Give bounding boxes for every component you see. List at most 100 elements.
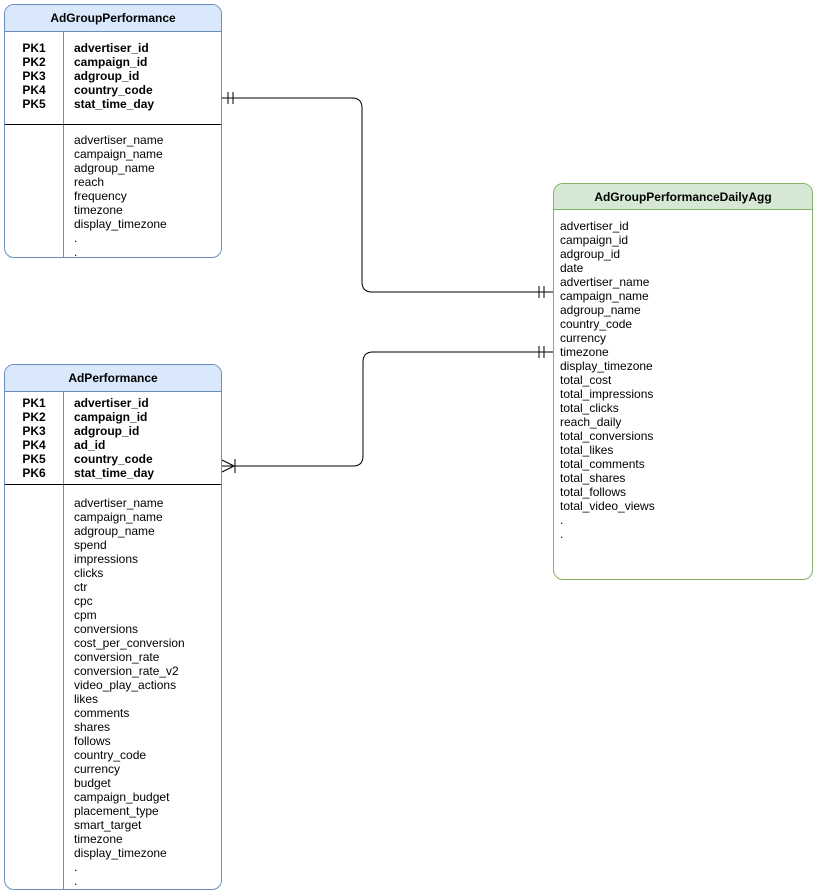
connector-adperformance-to-dailyagg[interactable] — [221, 346, 553, 473]
entity-title: AdGroupPerformanceDailyAgg — [554, 184, 812, 210]
attribute-row: conversion_rate_v2 — [74, 664, 179, 678]
attribute-row: budget — [74, 776, 111, 790]
cardinality-one-tick-icon — [538, 346, 545, 358]
attribute-row: total_follows — [560, 485, 627, 499]
attribute-row: ctr — [74, 580, 88, 594]
attribute-row: advertiser_id — [560, 219, 629, 233]
section-divider — [5, 484, 221, 485]
attribute-row: reach — [74, 175, 105, 189]
entity-title: AdPerformance — [5, 365, 221, 392]
pk-field: adgroup_id — [74, 424, 140, 438]
pk-key: PK2 — [22, 55, 46, 69]
attribute-row: total_conversions — [560, 429, 654, 443]
pk-field: stat_time_day — [74, 97, 155, 111]
pk-field: country_code — [74, 83, 153, 97]
pk-field: ad_id — [74, 438, 106, 452]
pk-field: adgroup_id — [74, 69, 140, 83]
pk-key: PK6 — [22, 466, 46, 480]
attribute-row: conversions — [74, 622, 139, 636]
attribute-row: adgroup_name — [560, 303, 641, 317]
pk-key: PK1 — [22, 396, 46, 410]
attribute-row: . — [560, 527, 564, 541]
attribute-row: currency — [74, 762, 121, 776]
attribute-row: total_cost — [560, 373, 612, 387]
connector-line — [222, 97, 553, 293]
attribute-row: campaign_name — [74, 147, 163, 161]
attribute-row: . — [74, 860, 78, 874]
attribute-row: . — [74, 231, 78, 245]
attribute-row: cost_per_conversion — [74, 636, 185, 650]
attribute-row: total_impressions — [560, 387, 654, 401]
attribute-key-spacer — [5, 125, 64, 257]
attribute-row: impressions — [74, 552, 139, 566]
attribute-row: placement_type — [74, 804, 159, 818]
section-divider — [5, 124, 221, 125]
attribute-row: adgroup_name — [74, 161, 155, 175]
attribute-row: campaign_name — [74, 510, 163, 524]
attribute-row: timezone — [74, 832, 123, 846]
attribute-row: spend — [74, 538, 107, 552]
attribute-row: advertiser_name — [74, 133, 164, 147]
entity-adgroupperformancedailyagg[interactable]: AdGroupPerformanceDailyAgg advertiser_id… — [553, 183, 813, 580]
attribute-row: cpm — [74, 608, 97, 622]
attribute-row: display_timezone — [560, 359, 653, 373]
attribute-row: likes — [74, 692, 99, 706]
pk-field: campaign_id — [74, 410, 148, 424]
attribute-row: cpc — [74, 594, 93, 608]
connector-adgroupperformance-to-dailyagg[interactable] — [222, 92, 553, 298]
attribute-row: advertiser_name — [560, 275, 650, 289]
attribute-row: advertiser_name — [74, 496, 164, 510]
pk-key: PK1 — [22, 41, 46, 55]
entity-title: AdGroupPerformance — [5, 5, 221, 32]
attribute-row: total_clicks — [560, 401, 619, 415]
attribute-row: total_comments — [560, 457, 645, 471]
cardinality-one-tick-icon — [227, 92, 234, 104]
attribute-row: total_shares — [560, 471, 626, 485]
attribute-row: conversion_rate — [74, 650, 160, 664]
attribute-row: timezone — [560, 345, 609, 359]
pk-key: PK3 — [22, 69, 46, 83]
attribute-row: campaign_budget — [74, 790, 170, 804]
pk-field: stat_time_day — [74, 466, 155, 480]
attribute-row: country_code — [560, 317, 633, 331]
pk-key: PK5 — [22, 452, 46, 466]
pk-key: PK5 — [22, 97, 46, 111]
attribute-row: campaign_name — [560, 289, 649, 303]
pk-field: campaign_id — [74, 55, 148, 69]
cardinality-one-tick-icon — [538, 286, 545, 298]
attribute-row: total_likes — [560, 443, 614, 457]
attribute-row: shares — [74, 720, 111, 734]
attribute-row: clicks — [74, 566, 104, 580]
pk-key: PK3 — [22, 424, 46, 438]
attribute-row: . — [560, 513, 564, 527]
connector-line — [222, 351, 553, 467]
pk-field: advertiser_id — [74, 41, 149, 55]
attribute-row: country_code — [74, 748, 147, 762]
attribute-key-spacer — [5, 485, 64, 889]
attribute-row: date — [560, 261, 584, 275]
attribute-row: total_video_views — [560, 499, 655, 513]
attribute-row: smart_target — [74, 818, 142, 832]
pk-key: PK2 — [22, 410, 46, 424]
pk-key: PK4 — [22, 83, 46, 97]
attribute-row: . — [74, 245, 78, 258]
crow-foot-many-icon — [221, 459, 236, 473]
attribute-row: campaign_id — [560, 233, 629, 247]
